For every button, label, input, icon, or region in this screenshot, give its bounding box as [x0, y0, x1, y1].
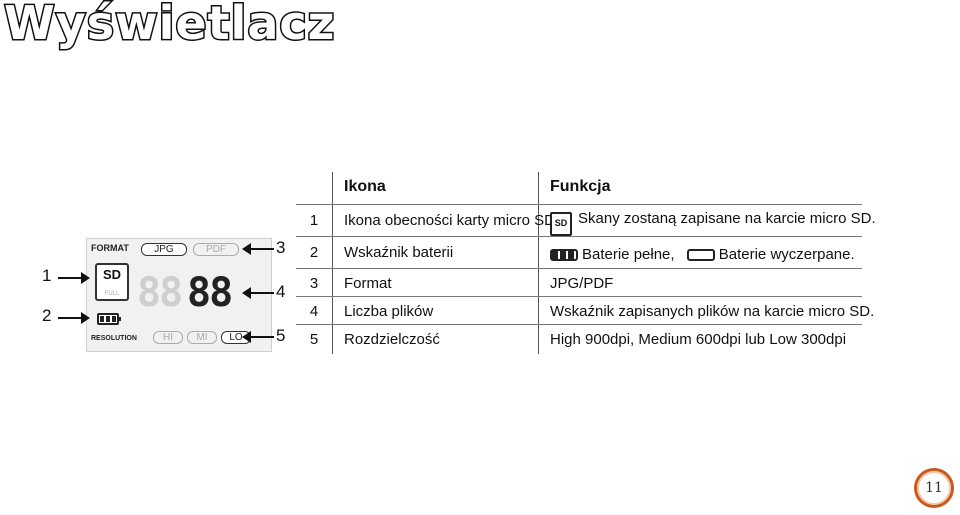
page-number-badge: 11: [914, 468, 954, 508]
row-5-name: Rozdzielczość: [344, 331, 440, 348]
battery-full-icon: [97, 313, 121, 325]
header-function: Funkcja: [550, 178, 611, 195]
battery-empty-icon: [686, 249, 715, 261]
resolution-hi-indicator: HI: [153, 331, 183, 344]
callout-5: 5: [276, 326, 286, 345]
row-4-function: Wskaźnik zapisanych plików na karcie mic…: [550, 303, 875, 320]
callout-1: 1: [42, 266, 52, 285]
row-5-function: High 900dpi, Medium 600dpi lub Low 300dp…: [550, 331, 847, 348]
row-5-num: 5: [309, 331, 319, 348]
format-jpg-indicator: JPG: [141, 243, 187, 256]
row-3-num: 3: [309, 275, 319, 292]
callout-3: 3: [276, 238, 286, 257]
row-4-num: 4: [309, 303, 319, 320]
row-3-name: Format: [344, 275, 392, 292]
row-3-function: JPG/PDF: [550, 275, 614, 292]
file-counter-digits: 88: [187, 270, 233, 316]
callout-2-arrow: [58, 312, 90, 324]
sd-card-icon: SD: [550, 212, 572, 236]
callout-4: 4: [276, 282, 286, 301]
callout-5-arrow: [242, 331, 274, 343]
resolution-mi-indicator: MI: [187, 331, 217, 344]
format-label: FORMAT: [91, 243, 129, 253]
row-1-name: Ikona obecności karty micro SD: [344, 212, 555, 229]
lcd-display-diagram: FORMAT JPG PDF SD FULL 88 88 RESOLUTION …: [86, 238, 272, 352]
slide-title: Wyświetlacz: [2, 0, 336, 52]
battery-full-icon: [550, 249, 578, 261]
file-counter-dim-digits: 88: [137, 270, 183, 316]
sd-card-icon: SD FULL: [95, 263, 129, 301]
callout-2: 2: [42, 306, 52, 325]
row-2-num: 2: [309, 244, 319, 261]
format-pdf-indicator: PDF: [193, 243, 239, 256]
row-1-num: 1: [309, 212, 319, 229]
callout-1-arrow: [58, 272, 90, 284]
resolution-label: RESOLUTION: [91, 335, 137, 342]
callout-4-arrow: [242, 287, 274, 299]
header-icon: Ikona: [344, 178, 386, 195]
row-2-function: Baterie pełne, Baterie wyczerpane.: [550, 246, 855, 263]
row-4-name: Liczba plików: [344, 303, 434, 320]
row-2-name: Wskaźnik baterii: [344, 244, 454, 261]
callout-3-arrow: [242, 243, 274, 255]
